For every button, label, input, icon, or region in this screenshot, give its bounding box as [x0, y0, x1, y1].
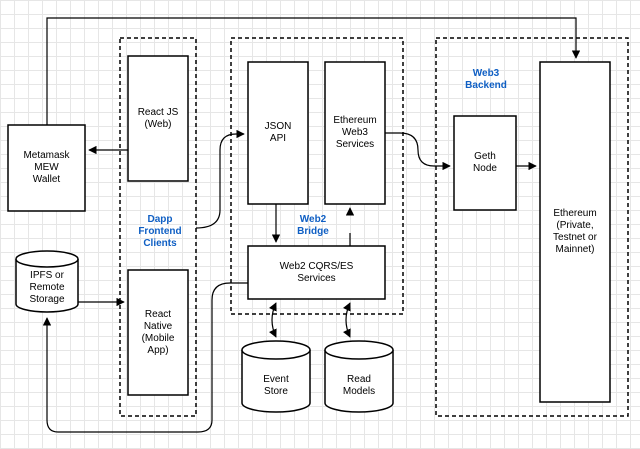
react-native-label: React Native (Mobile App) — [141, 308, 175, 356]
ipfs-label: IPFS or Remote Storage — [29, 270, 65, 305]
ethereum-box — [539, 61, 611, 403]
geth-label: Geth Node — [473, 151, 497, 174]
web3-backend-label: Web3 Backend — [465, 68, 507, 91]
dapp-frontend-label: Dapp Frontend Clients — [138, 214, 182, 249]
json-api-label: JSON API — [264, 121, 292, 144]
ethereum-web3-services-label: Ethereum Web3 Services — [333, 115, 377, 150]
dapp-frontend-group — [119, 37, 197, 417]
web2-bridge-label: Web2 Bridge — [297, 214, 329, 237]
cqrs-to-ipfs-arrow — [42, 282, 248, 433]
cqrs-box — [247, 245, 386, 300]
react-js-box — [127, 55, 189, 182]
cqrs-read-models-arrow — [342, 302, 351, 338]
event-store-label: Event Store — [263, 374, 289, 397]
metamask-label: Metamask MEW Wallet — [23, 150, 70, 185]
web2-bridge-group — [230, 37, 404, 315]
metamask-box — [7, 124, 86, 212]
cqrs-label: Web2 CQRS/ES Services — [279, 260, 354, 284]
read-models-cylinder — [324, 340, 394, 413]
event-store-cylinder — [241, 340, 311, 413]
read-models-label: Read Models — [342, 374, 376, 397]
ethereum-web3-services-box — [324, 61, 386, 205]
ethereum-label: Ethereum (Private, Testnet or Mainnet) — [553, 208, 597, 255]
web3-backend-group — [435, 37, 629, 417]
react-js-label: React JS (Web) — [137, 106, 179, 130]
cqrs-event-store-arrow — [268, 302, 277, 338]
frontend-to-json-api-arrow — [195, 129, 245, 229]
metamask-to-ethereum-arrow — [46, 17, 581, 125]
web3-services-to-geth-arrow — [385, 132, 451, 171]
json-api-box — [247, 61, 309, 205]
geth-box — [453, 115, 517, 211]
react-native-box — [127, 269, 189, 396]
ipfs-cylinder — [15, 250, 79, 313]
